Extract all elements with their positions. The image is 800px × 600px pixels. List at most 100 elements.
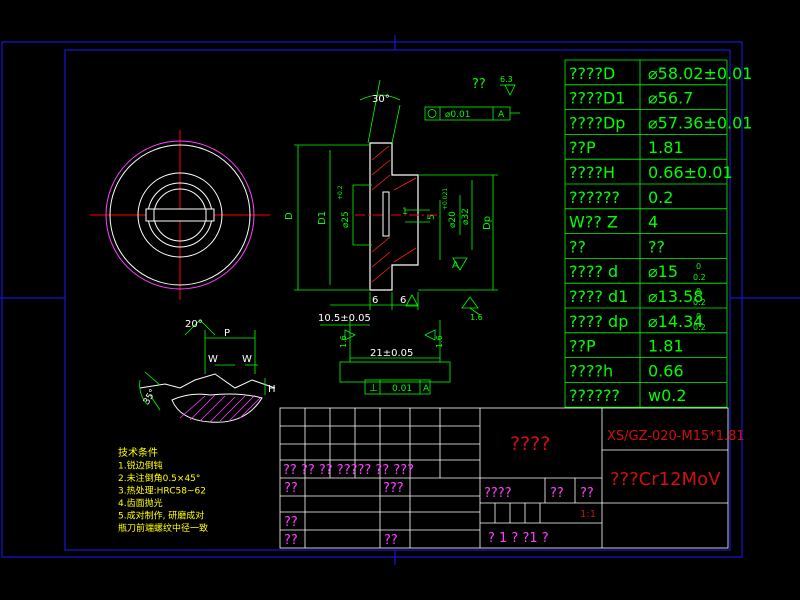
spec-label: ?????? (569, 386, 620, 405)
dim-6a-label: 6 (372, 295, 378, 306)
spec-value: 1.81 (648, 337, 684, 356)
dim-W1-label: W (208, 354, 218, 365)
annotation-texts: 30° ?? 6.3 ⌀0.01 A D D1 ⌀25 +0.2 ⌀32 ⌀20… (142, 75, 513, 407)
title-text: ???? (510, 433, 550, 455)
dim-5-label: 5 (427, 214, 437, 220)
spec-lower-tol: 0.2 (693, 323, 706, 332)
spec-value: ⌀13.58 (648, 287, 703, 306)
dim-6b-label: 6 (400, 295, 406, 306)
spec-label: W?? Z (569, 213, 618, 232)
tech-note-line: 瓶刀前端螺纹中径一致 (118, 522, 208, 534)
technical-notes: 技术条件1.锐边倒钝2.未注倒角0.5×45°3.热处理:HRC58~624.齿… (118, 446, 208, 534)
spec-upper-tol: 0 (696, 287, 701, 296)
perp-value: 0.01 (392, 384, 412, 394)
dim-D-label: D (284, 212, 295, 220)
roughness-top-label: ?? (472, 77, 486, 92)
spec-label: ?????? (569, 188, 620, 207)
bottom-outline (339, 361, 451, 395)
spec-label: ??P (569, 337, 596, 356)
spec-label: ??P (569, 138, 596, 157)
spec-value: 4 (648, 213, 658, 232)
datum-A-label: A (452, 260, 459, 271)
section-view (355, 142, 440, 291)
rough-16c: 1.6 (435, 335, 444, 348)
tech-note-line: 3.热处理:HRC58~62 (118, 485, 206, 497)
dim-d25-label: ⌀25 (341, 211, 351, 228)
rough-16b: 1.6 (339, 335, 348, 348)
title-mid-b: ?? (550, 486, 564, 501)
title-row2b: ??? (383, 481, 404, 496)
title-row4a: ?? (284, 533, 298, 548)
spec-lower-tol: 0.2 (693, 298, 706, 307)
spec-label: ????Dp (569, 113, 625, 132)
title-mid-c: ?? (580, 486, 594, 501)
dim-d20-label: ⌀20 (448, 211, 458, 228)
title-bottom: ? 1 ? ?1 ? (488, 531, 549, 546)
chamfer-label: 30° (372, 94, 390, 105)
title-block-texts: ???? XS/GZ-020-M15*1.81 ???Cr12MoV ?? ??… (283, 429, 745, 548)
spec-value: ⌀56.7 (648, 89, 693, 108)
title-block (279, 407, 729, 549)
material-text: ???Cr12MoV (610, 469, 721, 490)
tech-note-line: 2.未注倒角0.5×45° (118, 472, 200, 484)
spec-value: 0.66 (648, 361, 684, 380)
spec-label: ?? (569, 237, 586, 256)
tolerance-frame (424, 106, 520, 121)
tech-note-line: 5.成对制作, 研磨成对 (118, 510, 204, 522)
dim-d32-label: ⌀32 (461, 208, 471, 225)
title-row4b: ?? (384, 533, 398, 548)
dim-D1-label: D1 (317, 211, 328, 225)
dim-P-label: P (224, 328, 230, 339)
title-row3a: ?? (284, 515, 298, 530)
spec-upper-tol: 0 (696, 312, 701, 321)
spec-label: ????h (569, 361, 613, 380)
spec-value: ⌀14.34 (648, 312, 703, 331)
spec-value: ⌀15 (648, 262, 678, 281)
perp-datum: A (423, 384, 430, 394)
spec-value: 0.2 (648, 188, 673, 207)
spec-label: ????H (569, 163, 615, 182)
dimension-lines (294, 79, 516, 362)
dim-21-label: 21±0.05 (370, 348, 413, 359)
tooth-detail (139, 319, 276, 423)
spec-value: w0.2 (648, 386, 687, 405)
spec-label: ???? d (569, 262, 618, 281)
tech-note-line: 4.齿面抛光 (118, 497, 163, 509)
spec-label: ????D (569, 64, 615, 83)
spec-value: ?? (648, 237, 665, 256)
spec-label: ????D1 (569, 89, 625, 108)
dim-Dp-label: Dp (482, 216, 493, 230)
dim-d25-tol: +0.2 (337, 185, 344, 200)
dim-1-label: 1 (402, 207, 408, 217)
drawing-number: XS/GZ-020-M15*1.81 (607, 429, 745, 444)
title-mid-a: ???? (484, 486, 512, 501)
scale-text: 1:1 (580, 509, 596, 520)
dim-105-label: 10.5±0.05 (318, 313, 371, 324)
spec-value: 0.66±0.01 (648, 163, 733, 182)
dim-W2-label: W (242, 354, 252, 365)
tech-note-line: 1.锐边倒钝 (118, 460, 163, 472)
spec-value: ⌀57.36±0.01 (648, 113, 752, 132)
drawing-frame (0, 35, 800, 565)
roughness-top-value: 6.3 (500, 75, 513, 84)
tolerance-datum: A (498, 110, 505, 120)
spec-table: ????D ⌀58.02±0.01 ????D1 ⌀56.7 ????Dp ⌀57.36±… (565, 64, 752, 408)
rough-16a: 1.6 (470, 313, 483, 322)
spec-value: 1.81 (648, 138, 684, 157)
perp-symbol: ⊥ (369, 383, 378, 394)
spec-lower-tol: 0.2 (693, 273, 706, 282)
front-view (90, 130, 270, 300)
spec-label: ???? d1 (569, 287, 628, 306)
tech-note-line: 技术条件 (118, 446, 158, 459)
title-row1: ?? ?? ?? ????? ?? ??? (283, 463, 414, 478)
tolerance-value: ⌀0.01 (445, 110, 470, 120)
dim-H-label: H (268, 384, 276, 395)
angle-20-label: 20° (185, 319, 203, 330)
dim-d20-tol: +0.021 (442, 188, 449, 210)
spec-value: ⌀58.02±0.01 (648, 64, 752, 83)
spec-label: ???? dp (569, 312, 628, 331)
spec-upper-tol: 0 (696, 262, 701, 271)
title-row2a: ?? (284, 481, 298, 496)
